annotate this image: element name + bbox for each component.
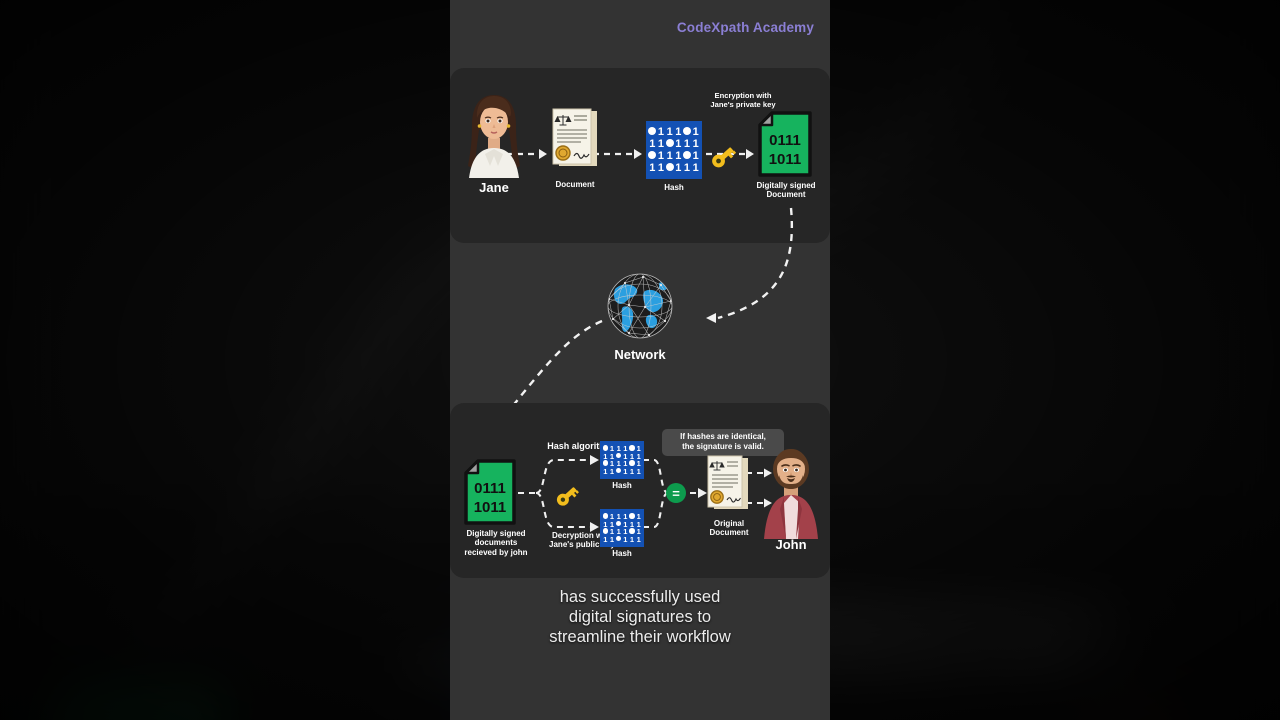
hash-bit-dot	[602, 528, 609, 534]
received-signed-document-icon: 0111 1011	[462, 459, 518, 525]
original-document-icon	[706, 455, 750, 513]
original-document-label: Original Document	[709, 519, 749, 538]
hash-bit-digit: 1	[675, 137, 682, 150]
hash-bit-digit: 1	[657, 149, 665, 162]
hash-bit-digit: 1	[616, 512, 621, 521]
hash-bit-digit: 1	[675, 149, 682, 162]
hash-bit-digit: 1	[666, 125, 673, 138]
hash-bit-digit: 1	[603, 466, 608, 476]
hash-bit-dot	[629, 460, 635, 466]
hash-bit-digit: 1	[683, 137, 691, 150]
john-label: John	[775, 537, 807, 552]
hash-bit-dot	[682, 126, 691, 135]
hash-bit-digit: 1	[666, 149, 673, 162]
hash-bit-dot	[682, 150, 691, 159]
hash-bit-digit: 1	[657, 125, 665, 138]
hash-bit-dot	[629, 528, 635, 534]
signed-document-icon: 0111 1011	[756, 111, 814, 177]
key-icon	[553, 483, 581, 509]
hash-bit-digit: 1	[649, 137, 656, 150]
verification-flow-panel: 0111 1011 Digitally signed documents rec…	[450, 403, 830, 578]
hash-top-label: Hash	[612, 481, 632, 490]
hash-bit-digit: 1	[692, 161, 699, 174]
hash-bit-dot	[602, 460, 609, 466]
hash-bit-dot	[648, 126, 657, 135]
network-label: Network	[614, 347, 666, 362]
hash-bit-dot	[615, 452, 622, 458]
hash-bit-dot	[615, 520, 622, 526]
hash-bit-dot	[665, 138, 674, 147]
hash-bit-digit: 1	[692, 125, 699, 138]
received-document-label: Digitally signed documents recieved by j…	[464, 529, 528, 557]
hash-bit-digit: 1	[657, 161, 665, 174]
hash-bit-digit: 1	[603, 451, 608, 461]
hash-bit-digit: 1	[649, 161, 656, 174]
hash-bit-digit: 1	[603, 519, 608, 529]
hash-label: Hash	[664, 183, 684, 192]
hash-bit-digit: 1	[636, 534, 641, 544]
hash-bit-digit: 1	[616, 444, 621, 453]
key-icon	[708, 144, 738, 170]
signed-doc-bits-2: 1011	[769, 151, 802, 168]
equals-badge-icon: =	[666, 483, 686, 503]
hash-bit-digit: 1	[629, 534, 635, 544]
hash-bit-digit: 1	[603, 534, 608, 544]
hash-bit-dot	[602, 445, 609, 451]
received-doc-bits-1: 0111	[474, 480, 506, 497]
jane-avatar	[463, 92, 525, 178]
document-label: Document	[555, 180, 595, 189]
globe-network-icon	[605, 271, 675, 341]
hash-bit-digit: 1	[629, 451, 635, 461]
encryption-caption: Encryption with Jane's private key	[710, 91, 776, 109]
video-content-column: CodeXpath Academy	[450, 0, 830, 720]
hash-bit-digit: 1	[616, 527, 621, 536]
hash-bit-dot	[629, 445, 635, 451]
signing-flow-panel: Jane	[450, 68, 830, 243]
hash-bit-dot	[602, 513, 609, 519]
hash-bit-digit: 1	[629, 466, 635, 476]
hash-bit-digit: 1	[692, 137, 699, 150]
hash-bit-dot	[615, 467, 622, 473]
hash-bit-dot	[629, 513, 635, 519]
hash-bit-digit: 1	[609, 534, 615, 544]
signed-document-label: Digitally signed Document	[756, 181, 816, 200]
hash-bit-dot	[665, 162, 674, 171]
john-avatar	[760, 439, 822, 539]
brand-title: CodeXpath Academy	[676, 20, 814, 35]
jane-label: Jane	[479, 180, 509, 195]
hash-bit-digit: 1	[657, 137, 665, 150]
hash-bit-digit: 1	[629, 519, 635, 529]
hash-bit-digit: 1	[675, 125, 682, 138]
hash-bottom-label: Hash	[612, 549, 632, 558]
signed-doc-bits-1: 0111	[769, 132, 801, 149]
hash-bit-digit: 1	[683, 161, 691, 174]
hash-bit-digit: 1	[692, 149, 699, 162]
network-section: Network	[450, 207, 830, 428]
hash-bit-digit: 1	[636, 466, 641, 476]
hash-bit-digit: 1	[623, 534, 628, 544]
caption-text: has successfully used digital signatures…	[549, 588, 731, 646]
hash-bit-dot	[615, 535, 622, 541]
hash-bit-digit: 1	[675, 161, 682, 174]
received-doc-bits-2: 1011	[474, 499, 507, 516]
hash-bit-dot	[648, 150, 657, 159]
hash-bit-digit: 1	[623, 466, 628, 476]
hash-bit-digit: 1	[609, 466, 615, 476]
hash-bit-digit: 1	[616, 459, 621, 468]
document-icon	[551, 108, 599, 170]
